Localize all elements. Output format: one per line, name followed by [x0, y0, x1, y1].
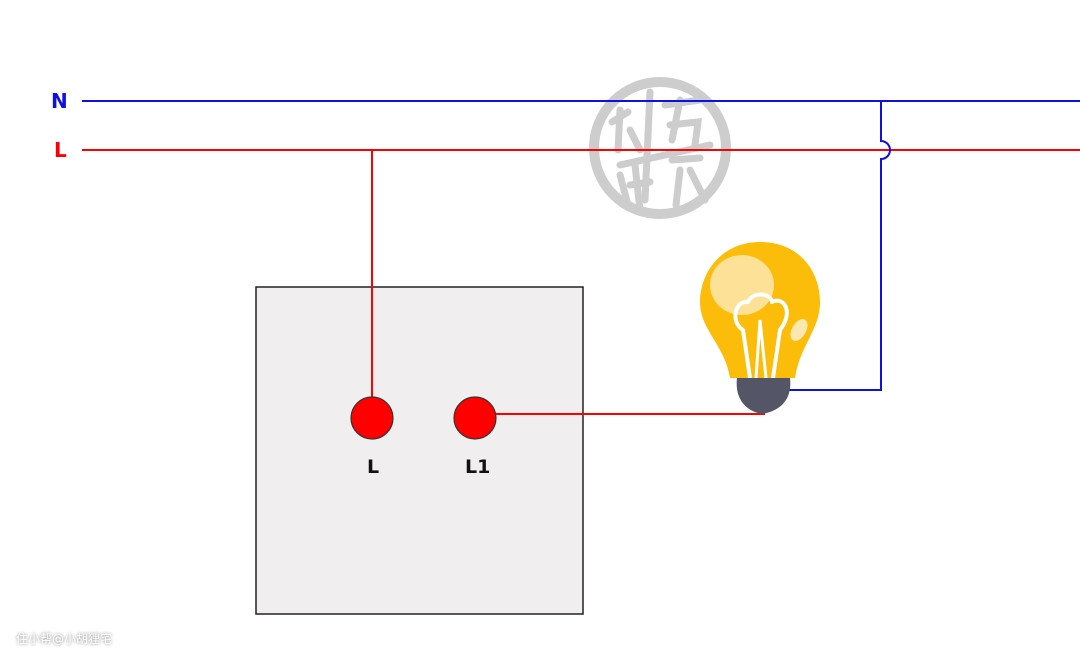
neutral-drop-wire — [775, 101, 891, 391]
credit-watermark: 住小帮@小胡狸宅 — [16, 632, 113, 646]
terminal-l-label: L — [367, 456, 380, 478]
neutral-label: N — [51, 89, 68, 113]
terminal-l1-label: L1 — [465, 456, 491, 478]
switch-box — [255, 286, 584, 615]
light-bulb-icon — [700, 242, 820, 414]
terminal-l — [350, 396, 394, 440]
seal-watermark — [589, 77, 731, 219]
terminal-l1 — [453, 396, 497, 440]
live-label: L — [54, 138, 67, 162]
